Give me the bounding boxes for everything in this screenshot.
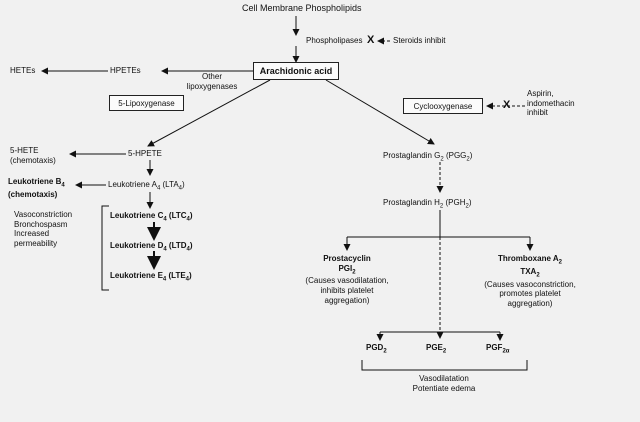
other-lipoxygenases-label: Other lipoxygenases (186, 72, 238, 91)
cyclooxygenase-box: Cyclooxygenase (403, 98, 483, 114)
lte4-label: Leukotriene E4 (LTE4) (110, 271, 192, 283)
arrow-arachidonic-to-pgg2 (325, 79, 435, 145)
hpetes-label: HPETEs (110, 66, 141, 75)
pgg2-label: Prostaglandin G2 (PGG2) (383, 151, 473, 163)
ltc4-label: Leukotriene C4 (LTC4) (110, 211, 193, 223)
prostacyclin-label: Prostacyclin PGI2 (Causes vasodilatation… (305, 254, 389, 305)
ltd4-label: Leukotriene D4 (LTD4) (110, 241, 193, 253)
hetes-label: HETEs (10, 66, 36, 75)
phospholipases-label: Phospholipases (306, 36, 363, 45)
aspirin-label: Aspirin, indomethacin inhibit (527, 89, 575, 118)
steroids-inhibit-label: Steroids inhibit (393, 36, 446, 45)
hete-5-label: 5-HETE (chemotaxis) (10, 146, 56, 165)
inhibit-x-aspirin: X (503, 99, 511, 111)
lta4-label: Leukotriene A4 (LTA4) (108, 180, 185, 192)
hpete-5-label: 5-HPETE (128, 149, 162, 158)
lipoxygenase-5-box: 5-Lipoxygenase (109, 95, 184, 111)
ltb4-label: Leukotriene B4 (chemotaxis) (8, 177, 65, 199)
bottom-effects-label: Vasodilatation Potentiate edema (412, 374, 476, 393)
pgh2-label: Prostaglandin H2 (PGH2) (383, 198, 472, 210)
cell-membrane-label: Cell Membrane Phospholipids (242, 3, 362, 13)
pgf2a-label: PGF2α (486, 343, 510, 355)
pgd2-label: PGD2 (366, 343, 387, 355)
bracket-leukotrienes-left (101, 205, 109, 291)
bracket-pg-bottom (361, 360, 528, 371)
inhibit-x-steroids: X (367, 34, 375, 46)
arachidonic-acid-box: Arachidonic acid (253, 62, 339, 80)
thromboxane-label: Thromboxane A2 TXA2 (Causes vasoconstric… (484, 254, 576, 308)
leukotriene-effects-label: Vasoconstriction Bronchospasm Increased … (14, 210, 73, 248)
pge2-label: PGE2 (426, 343, 447, 355)
arrow-arachidonic-to-5hpete (147, 79, 271, 147)
